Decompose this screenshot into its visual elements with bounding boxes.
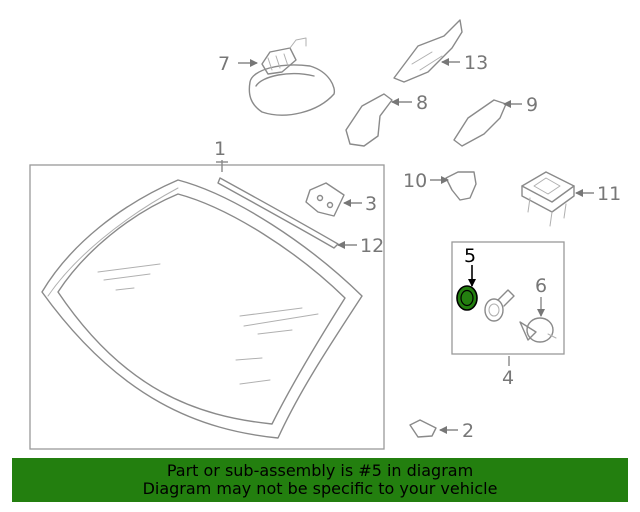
- callout-7: 7: [218, 53, 230, 75]
- callout-9: 9: [526, 94, 538, 116]
- callout-3: 3: [365, 193, 377, 215]
- cover-part-9: [453, 99, 507, 147]
- callout-2: 2: [462, 420, 474, 442]
- part-2-block: [409, 419, 437, 438]
- molding-strip: [217, 177, 339, 249]
- callout-4: 4: [502, 367, 514, 389]
- bracket-part-3: [305, 182, 345, 217]
- callout-6: 6: [535, 275, 547, 297]
- windshield-assembly: [29, 164, 385, 450]
- windshield-glass: [41, 179, 363, 439]
- windshield-inner-edge: [57, 193, 346, 425]
- highlighted-part-5: [456, 285, 478, 311]
- callout-12: 12: [360, 235, 384, 257]
- sensor-bracket: [484, 289, 515, 322]
- banner-line-1: Part or sub-assembly is #5 in diagram: [166, 461, 474, 480]
- callout-8: 8: [416, 92, 428, 114]
- windshield-frame-box: [29, 164, 385, 450]
- mirror-part-7: [248, 37, 336, 116]
- part-6-cap: [519, 317, 557, 343]
- callout-11: 11: [597, 183, 621, 205]
- parts-diagram: 1 2 3 4 5 6 7 8 9 10 11 12 13: [29, 19, 621, 450]
- callout-13: 13: [464, 52, 488, 74]
- banner-line-2: Diagram may not be specific to your vehi…: [142, 479, 498, 498]
- clip-part-10: [445, 171, 477, 201]
- callout-1: 1: [214, 138, 226, 160]
- cover-part-8: [345, 93, 393, 147]
- info-banner: Part or sub-assembly is #5 in diagram Di…: [12, 458, 628, 502]
- callout-10: 10: [403, 170, 427, 192]
- sub-assembly-box-4: [451, 241, 565, 355]
- callout-5: 5: [464, 245, 476, 267]
- sensor-module-part-11: [521, 171, 575, 227]
- cover-part-13: [393, 19, 463, 83]
